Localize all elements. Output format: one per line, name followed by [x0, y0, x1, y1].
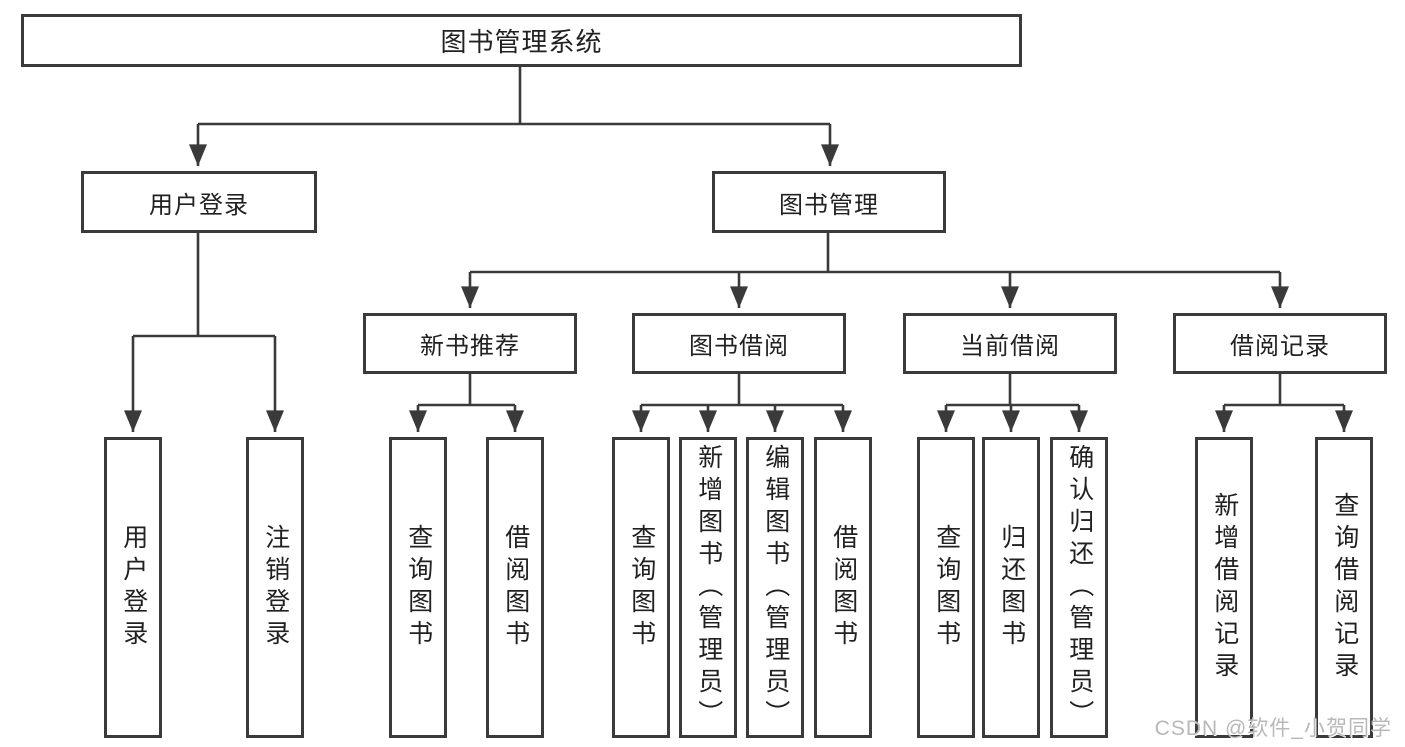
node-leaf-label: 新增图书（管理员）: [694, 443, 723, 732]
node-leaf-query-books-1: 查询图书: [389, 437, 447, 738]
node-leaf-add-borrow-record: 新增借阅记录: [1195, 437, 1253, 738]
node-leaf-return-books: 归还图书: [982, 437, 1040, 738]
node-leaf-label: 查询图书: [627, 523, 656, 652]
node-leaf-label: 借阅图书: [829, 523, 858, 652]
node-borrow-record: 借阅记录: [1173, 313, 1387, 374]
node-leaf-borrow-books-2: 借阅图书: [814, 437, 872, 738]
node-book-borrow: 图书借阅: [632, 313, 846, 374]
node-leaf-label: 借阅图书: [501, 523, 530, 652]
node-user-login: 用户登录: [81, 171, 317, 233]
csdn-watermark: CSDN @软件_小贺同学: [1154, 717, 1392, 740]
node-leaf-label: 查询图书: [932, 523, 961, 652]
node-leaf-confirm-return-admin: 确认归还（管理员）: [1050, 437, 1108, 738]
node-leaf-borrow-books-1: 借阅图书: [486, 437, 544, 738]
node-current-borrow: 当前借阅: [903, 313, 1117, 374]
node-leaf-label: 用户登录: [119, 523, 148, 652]
node-system-root: 图书管理系统: [21, 14, 1022, 67]
node-leaf-label: 归还图书: [997, 523, 1026, 652]
node-new-book-recommend: 新书推荐: [363, 313, 577, 374]
node-leaf-user-login: 用户登录: [104, 437, 162, 738]
node-leaf-label: 新增借阅记录: [1210, 491, 1239, 684]
node-leaf-query-borrow-record: 查询借阅记录: [1315, 437, 1373, 738]
node-leaf-label: 编辑图书（管理员）: [761, 443, 790, 732]
node-book-management: 图书管理: [712, 171, 946, 233]
node-leaf-add-books-admin: 新增图书（管理员）: [679, 437, 737, 738]
node-leaf-edit-books-admin: 编辑图书（管理员）: [746, 437, 804, 738]
node-leaf-label: 查询借阅记录: [1330, 491, 1359, 684]
node-leaf-query-books-2: 查询图书: [612, 437, 670, 738]
node-leaf-label: 注销登录: [261, 523, 290, 652]
node-leaf-logout: 注销登录: [246, 437, 304, 738]
node-leaf-query-books-3: 查询图书: [917, 437, 975, 738]
node-leaf-label: 查询图书: [404, 523, 433, 652]
node-leaf-label: 确认归还（管理员）: [1065, 443, 1094, 732]
